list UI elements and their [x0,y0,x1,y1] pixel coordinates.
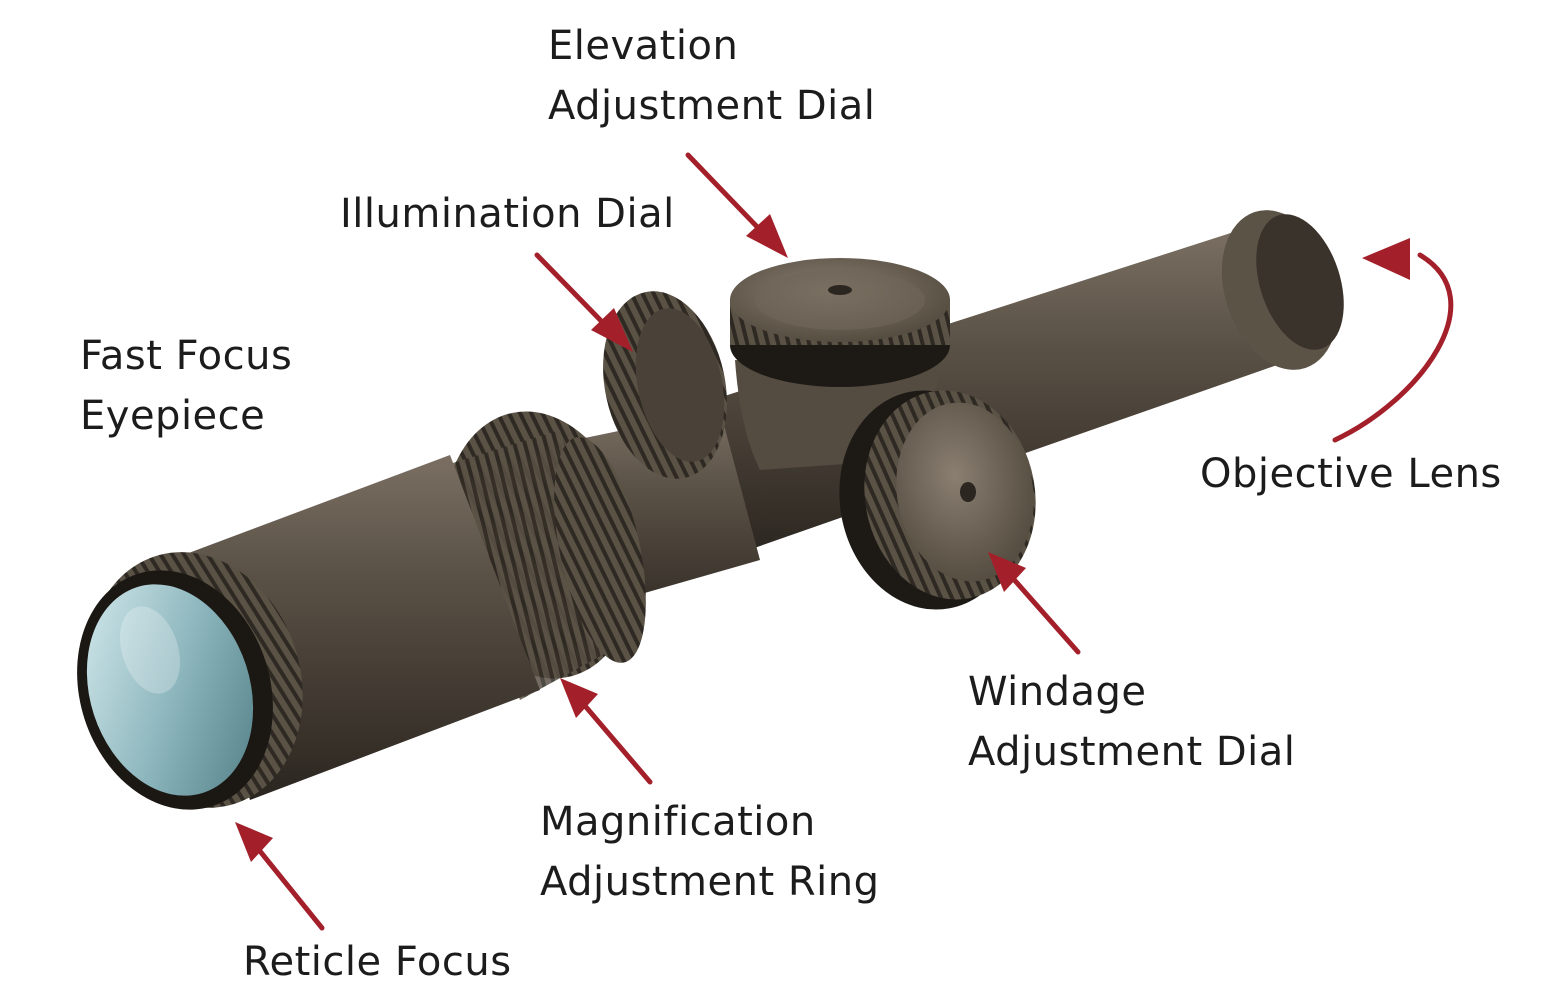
windage-arrowhead [988,552,1026,592]
reticle-arrow [252,842,325,931]
fast-focus-label-line-1: Fast Focus [80,333,293,379]
fast-focus-label-line-2: Eyepiece [80,393,266,439]
illumination-dial [603,291,727,479]
windage-label-line-1: Windage [968,669,1147,715]
objective-arrowhead [1362,238,1410,280]
objective-tube [650,210,1344,560]
magnification-arrowhead [560,678,598,718]
magnification-label-line-2: Adjustment Ring [540,859,880,905]
elevation-arrowhead [746,214,788,258]
objective-label: Objective Lens [1200,444,1502,504]
illumination-arrow [534,252,613,333]
magnification-label-line-1: Magnification [540,799,816,845]
magnification-label: Magnification Adjustment Ring [540,792,880,912]
windage-label-line-2: Adjustment Dial [968,729,1296,775]
elevation-label-line-2: Adjustment Dial [548,83,876,129]
fast-focus-label: Fast Focus Eyepiece [80,326,292,446]
windage-dial [839,390,1036,610]
illumination-label-line-1: Illumination Dial [340,191,675,237]
eyepiece-lens [77,552,303,810]
objective-arrow [1332,252,1454,443]
reticle-label-line-1: Reticle Focus [243,939,512,985]
windage-arrow [1007,572,1081,655]
illumination-arrowhead [591,308,633,352]
arrows [235,152,1454,931]
reticle-label: Reticle Focus [243,932,512,992]
reticle-arrowhead [235,822,273,862]
magnification-arrow [577,697,653,785]
windage-label: Windage Adjustment Dial [968,662,1295,782]
elevation-dial [730,258,950,387]
elevation-arrow [685,152,768,238]
elevation-label: Elevation Adjustment Dial [548,16,875,136]
objective-label-line-1: Objective Lens [1200,451,1502,497]
elevation-label-line-1: Elevation [548,23,739,69]
illumination-label: Illumination Dial [340,184,675,244]
